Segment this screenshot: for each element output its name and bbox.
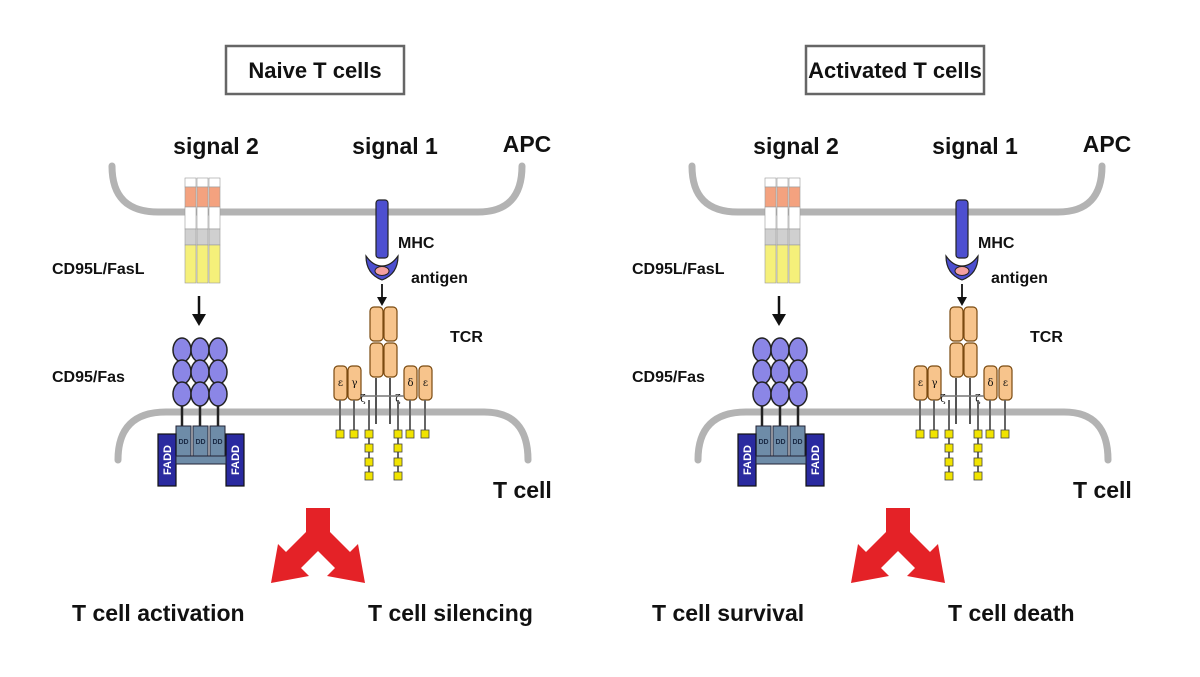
tcr-label: TCR [450,329,483,346]
cd95-label: CD95/Fas [52,369,125,386]
apc-label: APC [1083,131,1132,157]
itam-tails [335,400,430,481]
antigen-label: antigen [991,270,1048,287]
dd-label: DD [212,439,222,446]
zeta-label: ζ [360,394,366,405]
zeta-label: ζ [940,394,946,405]
tcr-label: TCR [1030,329,1063,346]
outcome-left: T cell activation [72,600,245,626]
cd3-epsilon-label: ε [1003,378,1008,389]
fadd-label: FADD [162,445,174,475]
signal-2-arrowhead [192,314,206,326]
outcome-right: T cell death [948,600,1075,626]
tcell-label: T cell [493,477,552,503]
fadd-adaptors: FADD FADD [737,433,825,487]
fadd-label: FADD [742,445,754,475]
panel-activated: Activated T cells signal 2 signal 1 APC CD95… [632,44,1132,626]
dd-label: DD [792,439,802,446]
tcell-membrane [114,408,532,464]
apc-membrane [108,162,526,216]
tcell-label: T cell [1073,477,1132,503]
antigen-label: antigen [411,270,468,287]
fadd-adaptors: FADD FADD [157,433,245,487]
panel-title: Naive T cells [248,58,381,83]
outcome-split-arrow [851,508,945,583]
antigen-peptide [374,266,390,276]
tcell-membrane [694,408,1112,464]
cd3-gamma-label: γ [932,378,938,389]
antigen-peptide [954,266,970,276]
cd3-delta-label: δ [987,378,993,389]
apc-label: APC [503,131,552,157]
fadd-label: FADD [810,445,822,475]
apc-membrane [688,162,1106,216]
cd3-epsilon-label: ε [423,378,428,389]
dd-label: DD [178,439,188,446]
signal-2-arrowhead [772,314,786,326]
outcome-right: T cell silencing [368,600,533,626]
signal-2-label: signal 2 [173,133,259,159]
signal-2-label: signal 2 [753,133,839,159]
cd95-label: CD95/Fas [632,369,705,386]
mhc-label: MHC [398,235,435,252]
panel-title: Activated T cells [808,58,982,83]
cd95-fas-receptor [752,337,808,426]
itam-tails [915,400,1010,481]
mhc-molecule [945,199,979,281]
mhc-label: MHC [978,235,1015,252]
cd95l-ligand [764,177,801,284]
panel-naive: Naive T cells signal 2 signal 1 APC CD95L/Fa… [52,44,552,626]
zeta-label: ζ [975,394,981,405]
signal-1-arrowhead [957,297,967,306]
signal-1-label: signal 1 [932,133,1018,159]
signal-1-label: signal 1 [352,133,438,159]
dd-label: DD [195,439,205,446]
cd95l-label: CD95L/FasL [632,261,725,278]
cd95l-ligand [184,177,221,284]
cd95l-label: CD95L/FasL [52,261,145,278]
cd3-epsilon-label: ε [918,378,923,389]
dd-label: DD [758,439,768,446]
cd3-gamma-label: γ [352,378,358,389]
cd3-delta-label: δ [407,378,413,389]
mhc-molecule [365,199,399,281]
title-box [804,44,986,96]
fadd-label: FADD [230,445,242,475]
outcome-split-arrow [271,508,365,583]
cd95-fas-receptor [172,337,228,426]
death-domains: DD DD DD [755,425,806,457]
cd3-epsilon-label: ε [338,378,343,389]
death-domains: DD DD DD [175,425,226,457]
signal-1-arrowhead [377,297,387,306]
zeta-label: ζ [395,394,401,405]
title-box [224,44,406,96]
outcome-left: T cell survival [652,600,804,626]
dd-label: DD [775,439,785,446]
